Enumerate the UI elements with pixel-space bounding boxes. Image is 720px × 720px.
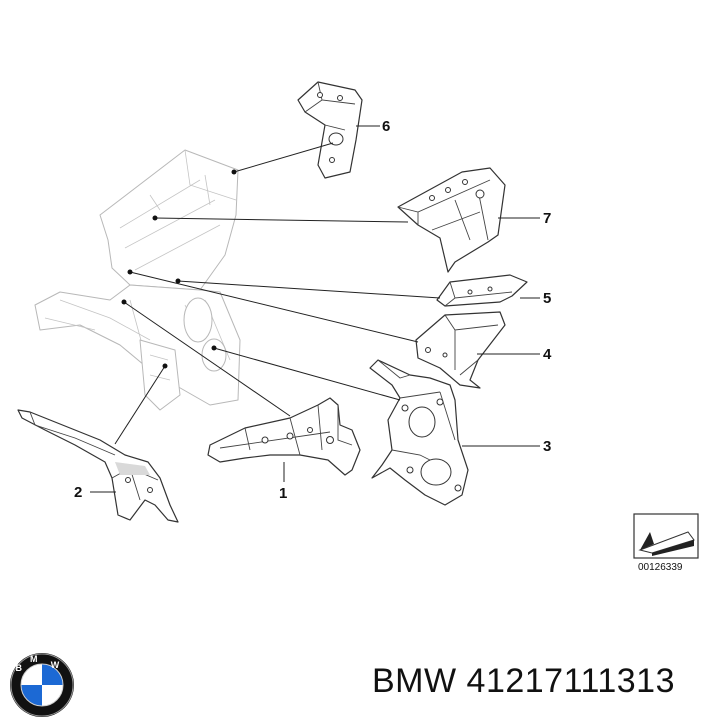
callout-7: 7: [543, 210, 551, 227]
orientation-arrow-icon: [633, 513, 699, 559]
leader-4a: [129, 271, 419, 343]
body-structure-outline: [34, 149, 241, 411]
part-number: BMW 41217111313: [372, 662, 675, 700]
callout-4: 4: [543, 346, 552, 363]
part-4-plate: [415, 311, 506, 389]
callout-labels: 6 7 5 4 3 1 2: [74, 118, 552, 502]
part-2-bracket: [17, 409, 179, 523]
leader-3a: [213, 347, 401, 401]
part-1-bracket: [207, 397, 361, 476]
leader-dot-4: [127, 269, 133, 275]
leader-6a: [233, 142, 334, 173]
leader-5a: [177, 280, 441, 299]
leader-lines: [90, 125, 540, 493]
leader-7a: [154, 217, 409, 223]
callout-3: 3: [543, 438, 551, 455]
part-7-bracket: [397, 167, 506, 273]
leader-2a: [114, 365, 166, 445]
part-3-reinforcement: [369, 359, 469, 506]
leader-dot-2: [162, 363, 168, 369]
leader-1a: [123, 301, 291, 417]
callout-5: 5: [543, 290, 551, 307]
leader-dot-7: [152, 215, 158, 221]
leader-dot-1: [121, 299, 127, 305]
bmw-logo-letters: B M W: [15, 654, 63, 673]
leader-dot-6: [231, 169, 237, 175]
callout-1: 1: [279, 485, 287, 502]
diagram-id: 00126339: [638, 562, 683, 573]
bmw-logo: B M W: [10, 653, 74, 717]
part-5-plate: [436, 274, 528, 307]
leader-dot-3: [211, 345, 217, 351]
callout-6: 6: [382, 118, 390, 135]
callout-2: 2: [74, 484, 82, 501]
leader-dot-5: [175, 278, 181, 284]
part-6-bracket: [297, 81, 363, 179]
